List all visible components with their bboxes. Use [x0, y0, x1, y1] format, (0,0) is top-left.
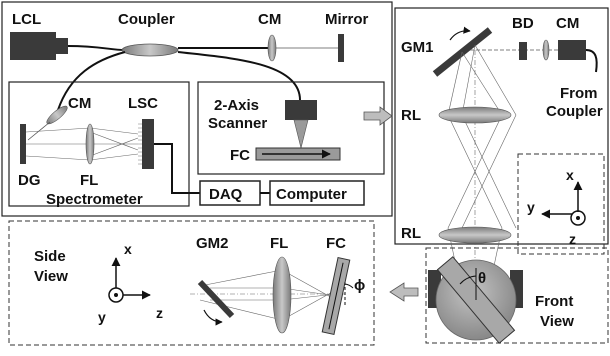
galvo-mirror-1 — [432, 27, 493, 77]
theta-arc — [459, 275, 477, 285]
oct-system-border — [1, 1, 393, 217]
gm1-label: GM1 — [401, 39, 434, 56]
diffraction-grating — [20, 124, 26, 164]
oct-system-panel: LCL Coupler CM Mirror CM DG — [1, 1, 393, 217]
front-view-panel: θ Front View — [425, 247, 609, 344]
phi-arc — [344, 283, 354, 289]
theta-label: θ — [478, 270, 486, 287]
to-relay-arrow — [363, 106, 393, 126]
right-fiber-collimator — [558, 40, 586, 60]
rl-upper-label: RL — [401, 107, 421, 124]
side-z-label: z — [156, 305, 163, 321]
right-collimator-lens — [542, 39, 550, 61]
source-fiber — [67, 45, 126, 51]
fl-side-label: FL — [270, 235, 288, 252]
gm2-label: GM2 — [196, 235, 229, 252]
relay-lens-lower — [438, 226, 512, 244]
cm-top-label: CM — [258, 11, 281, 28]
z-axis-circle — [570, 210, 586, 226]
lcl-label: LCL — [12, 11, 41, 28]
computer-label: Computer — [276, 186, 347, 203]
cm-right-label: CM — [556, 15, 579, 32]
collimator-lens — [267, 34, 277, 62]
scanner-label-line2: Scanner — [208, 115, 267, 132]
side-x-label: x — [124, 241, 132, 257]
spectrometer-collimator — [46, 105, 68, 125]
scanner-head — [285, 100, 317, 120]
camera-pixels — [138, 123, 142, 165]
beam-dump — [519, 42, 527, 60]
fc-scanner-label: FC — [230, 147, 250, 164]
spectrometer-focusing-lens — [85, 123, 95, 165]
from-coupler-fiber — [585, 49, 598, 73]
sample-arm-fiber — [177, 51, 301, 101]
mirror-label: Mirror — [325, 11, 369, 28]
y-axis-label: y — [527, 199, 535, 215]
phi-label: ϕ — [354, 277, 365, 294]
light-source-box — [10, 32, 56, 60]
coupler-label: Coupler — [118, 11, 175, 28]
dg-label: DG — [18, 172, 41, 189]
scanner-box — [197, 81, 385, 175]
daq-label: DAQ — [209, 186, 243, 203]
reference-mirror — [338, 34, 344, 62]
front-view-line2: View — [540, 313, 574, 330]
side-view-line2: View — [34, 268, 68, 285]
side-focusing-lens — [272, 256, 292, 334]
x-axis-label: x — [566, 167, 574, 183]
side-fiber-core — [328, 262, 344, 330]
scanner-label-line1: 2-Axis — [214, 97, 259, 114]
computer-box — [269, 180, 365, 206]
from-coupler-line1: From — [560, 85, 598, 102]
line-scan-camera — [142, 119, 154, 169]
side-view-frame — [8, 220, 375, 346]
light-source-nose — [56, 38, 68, 54]
side-view-panel: Side View x y z GM2 — [8, 220, 375, 346]
gm2-rotation-arrow — [203, 309, 223, 326]
scanner-beam-cone — [293, 119, 309, 149]
spectrometer-box — [8, 81, 190, 207]
right-coordinate-axes: x y z — [517, 153, 605, 255]
galvo-mirror-2 — [197, 279, 235, 319]
relay-lens-upper — [438, 106, 512, 124]
side-view-line1: Side — [34, 248, 66, 265]
cm-spectrometer-label: CM — [68, 95, 91, 112]
camera-cable — [154, 143, 200, 194]
front-view-line1: Front — [535, 293, 573, 310]
spectrometer-label: Spectrometer — [46, 191, 143, 208]
axes-dashed-frame — [517, 153, 605, 255]
z-axis-label: z — [569, 231, 576, 247]
z-axis-dot — [576, 216, 580, 220]
from-coupler-line2: Coupler — [546, 103, 603, 120]
coupler-element — [121, 43, 179, 57]
dispersed-beams — [25, 127, 139, 161]
fc-side-label: FC — [326, 235, 346, 252]
to-side-view-arrow — [389, 282, 419, 302]
relay-system-border — [394, 7, 609, 245]
side-coordinate-axes: x y z — [98, 241, 163, 325]
spectrometer-fiber — [57, 51, 126, 111]
rl-lower-label: RL — [401, 225, 421, 242]
relay-beams — [447, 44, 517, 300]
relay-system-panel: GM1 BD CM From Coupler RL RL — [394, 7, 609, 300]
bd-label: BD — [512, 15, 534, 32]
side-y-label: y — [98, 309, 106, 325]
fl-spectrometer-label: FL — [80, 172, 98, 189]
lsc-label: LSC — [128, 95, 158, 112]
gm1-rotation-arrow — [449, 26, 471, 41]
front-view-frame — [425, 247, 609, 344]
side-y-dot — [114, 293, 118, 297]
